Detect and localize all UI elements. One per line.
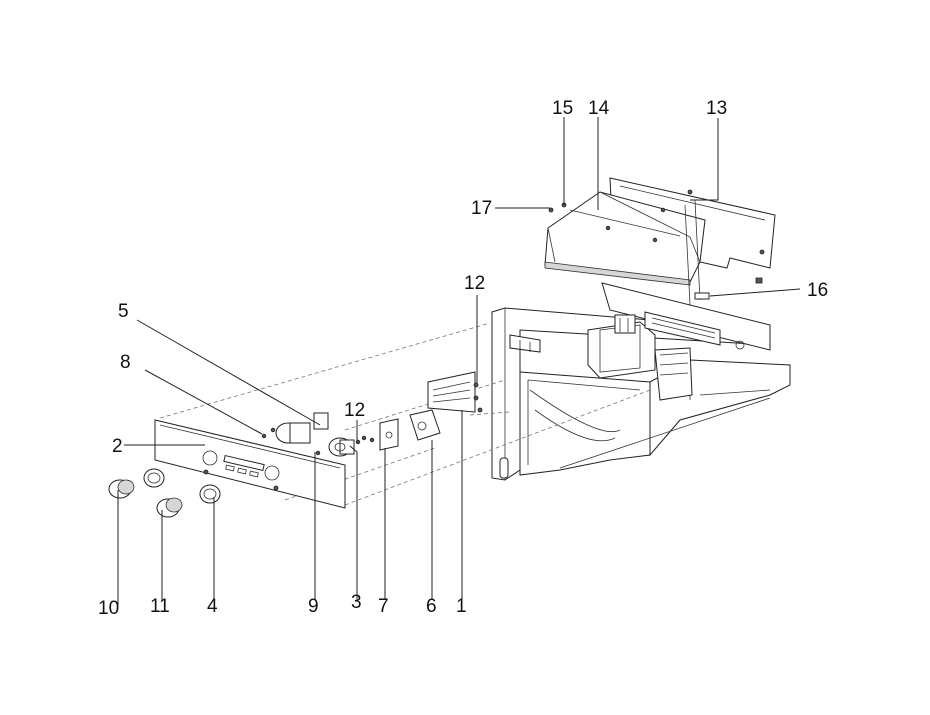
timer-3 — [328, 435, 367, 457]
callout-11: 11 — [150, 596, 170, 617]
controls-module-1 — [427, 371, 483, 413]
oven-chassis — [491, 282, 791, 481]
callout-6: 6 — [426, 596, 437, 617]
callout-1: 1 — [456, 596, 467, 617]
transformer — [587, 314, 656, 379]
callout-labels: 1 2 3 4 5 6 7 8 9 10 11 12 12 13 14 15 1… — [98, 98, 828, 619]
callout-12-left: 12 — [344, 400, 365, 421]
callout-2: 2 — [112, 436, 123, 457]
magnetron — [654, 347, 693, 401]
knob-ring-4 — [199, 484, 221, 504]
control-panel-fascia — [154, 419, 346, 509]
knob-10 — [108, 479, 135, 499]
knob-ring-4a — [143, 468, 165, 488]
top-duct-assembly — [544, 177, 776, 306]
callout-4: 4 — [207, 596, 218, 617]
callout-3: 3 — [351, 592, 362, 613]
assembly-guide-lines — [159, 322, 651, 506]
switch-5 — [261, 412, 329, 456]
leader-lines — [117, 117, 801, 605]
callout-16: 16 — [807, 280, 828, 301]
callout-8: 8 — [120, 352, 131, 373]
knob-11 — [156, 497, 183, 518]
callout-5: 5 — [118, 301, 129, 322]
bracket-7 — [369, 418, 399, 451]
callout-13: 13 — [706, 98, 727, 119]
switch-block-6 — [409, 409, 441, 441]
callout-17: 17 — [471, 198, 492, 219]
callout-9: 9 — [308, 596, 319, 617]
callout-10: 10 — [98, 598, 119, 619]
callout-7: 7 — [378, 596, 389, 617]
callout-15: 15 — [552, 98, 573, 119]
callout-14: 14 — [588, 98, 610, 119]
callout-12-right: 12 — [464, 273, 485, 294]
